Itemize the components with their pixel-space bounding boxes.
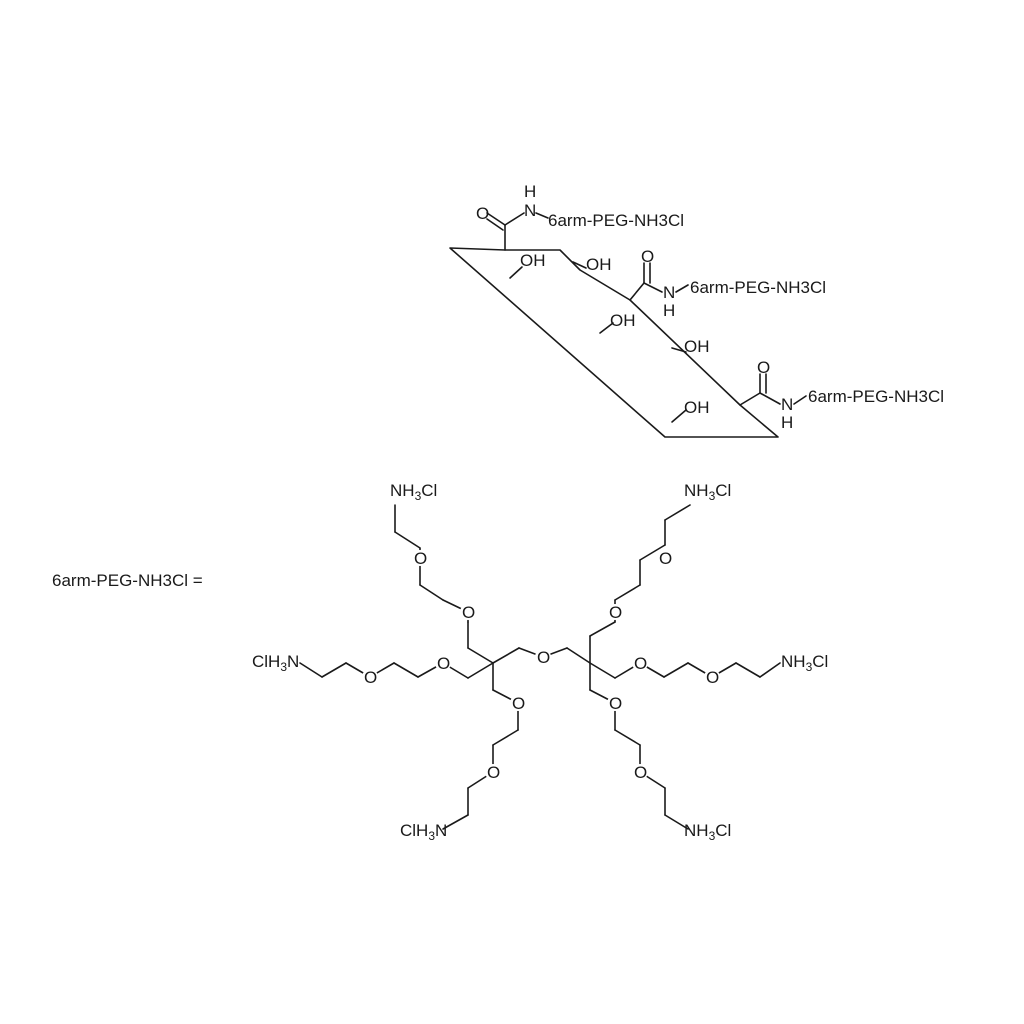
oxygen-mask	[704, 669, 720, 685]
terminal-labels: NH3Cl NH3Cl ClH3N NH3Cl ClH3N NH3Cl	[252, 481, 828, 843]
oxygen-mask	[412, 550, 428, 566]
terminal-right-mid: NH3Cl	[781, 652, 828, 674]
oxygen-mask	[485, 764, 501, 780]
bond	[486, 218, 504, 231]
bond	[759, 392, 781, 405]
oxygen-mask	[657, 550, 673, 566]
bond	[639, 544, 666, 561]
bond	[614, 729, 641, 746]
oxygen-mask	[535, 649, 551, 665]
oxygen-atom: O	[706, 668, 719, 687]
bond	[664, 504, 691, 521]
terminal-left-mid: ClH3N	[252, 652, 299, 674]
bond	[735, 662, 761, 678]
top-labels: O H N 6arm-PEG-NH3Cl O N H 6arm-PEG-NH3C…	[476, 182, 944, 432]
bond	[492, 647, 520, 664]
bond	[509, 266, 523, 279]
bond	[671, 409, 687, 423]
bond	[394, 531, 421, 549]
oxygen-atom: O	[364, 668, 377, 687]
bond	[675, 284, 689, 293]
amide-n-2: N	[663, 283, 675, 302]
oxygen-mask	[607, 695, 623, 711]
bond	[419, 584, 444, 601]
hydroxyl-2: OH	[586, 255, 612, 274]
bond	[504, 212, 525, 226]
bond	[643, 282, 663, 293]
hydroxyl-4: OH	[684, 337, 710, 356]
bottom-atoms: O O O O O O O O O O O O O	[362, 549, 720, 782]
substituent-label-1: 6arm-PEG-NH3Cl	[548, 211, 684, 230]
substituent-label-3: 6arm-PEG-NH3Cl	[808, 387, 944, 406]
oxygen-mask	[607, 604, 623, 620]
bond	[739, 392, 761, 406]
oxygen-atom: O	[414, 549, 427, 568]
bond	[535, 212, 549, 219]
definition-label: 6arm-PEG-NH3Cl =	[52, 571, 203, 590]
bottom-bonds	[299, 504, 781, 830]
bond	[599, 322, 614, 334]
oxygen-mask	[632, 764, 648, 780]
oxygen-atom: O	[609, 603, 622, 622]
hydroxyl-1: OH	[520, 251, 546, 270]
oxygen-atom: O	[634, 763, 647, 782]
top-backbone	[449, 212, 807, 438]
oxygen-atom: O	[487, 763, 500, 782]
terminal-left-top: NH3Cl	[390, 481, 437, 503]
oxygen-mask	[362, 669, 378, 685]
oxygen-atom: O	[537, 648, 550, 667]
substituent-label-2: 6arm-PEG-NH3Cl	[690, 278, 826, 297]
oxygen-mask	[460, 604, 476, 620]
terminal-right-bottom: NH3Cl	[684, 821, 731, 843]
oxygen-atom: O	[462, 603, 475, 622]
bond	[589, 662, 616, 679]
amide-h-1: H	[524, 182, 536, 201]
amide-n-3: N	[781, 395, 793, 414]
bond	[299, 662, 323, 678]
bond	[442, 814, 469, 830]
backbone-outline	[449, 247, 779, 438]
carbonyl-o-2: O	[641, 247, 654, 266]
oxygen-mask	[510, 695, 526, 711]
hydroxyl-5: OH	[684, 398, 710, 417]
oxygen-atom: O	[437, 654, 450, 673]
amide-h-3: H	[781, 413, 793, 432]
bond	[572, 261, 587, 269]
bond	[664, 814, 689, 830]
oxygen-atom: O	[634, 654, 647, 673]
amide-h-2: H	[663, 301, 675, 320]
bond	[793, 395, 807, 405]
bond	[663, 662, 689, 678]
bond	[759, 662, 781, 678]
bond	[629, 282, 645, 301]
oxygen-atom: O	[609, 694, 622, 713]
bond	[467, 647, 494, 664]
carbonyl-o-1: O	[476, 204, 489, 223]
bond	[321, 662, 347, 678]
oxygen-atom: O	[659, 549, 672, 568]
carbonyl-o-3: O	[757, 358, 770, 377]
bond	[393, 662, 419, 678]
oxygen-mask	[435, 655, 451, 671]
bond	[467, 662, 494, 679]
bond	[671, 347, 687, 353]
terminal-right-top: NH3Cl	[684, 481, 731, 503]
bond	[492, 729, 519, 746]
oxygen-atom: O	[512, 694, 525, 713]
bond	[486, 212, 506, 226]
bond	[614, 584, 641, 601]
terminal-left-bottom: ClH3N	[400, 821, 447, 843]
oxygen-mask	[632, 655, 648, 671]
bond	[566, 647, 591, 664]
hydroxyl-3: OH	[610, 311, 636, 330]
amide-n-1: N	[524, 201, 536, 220]
bond	[589, 621, 616, 637]
